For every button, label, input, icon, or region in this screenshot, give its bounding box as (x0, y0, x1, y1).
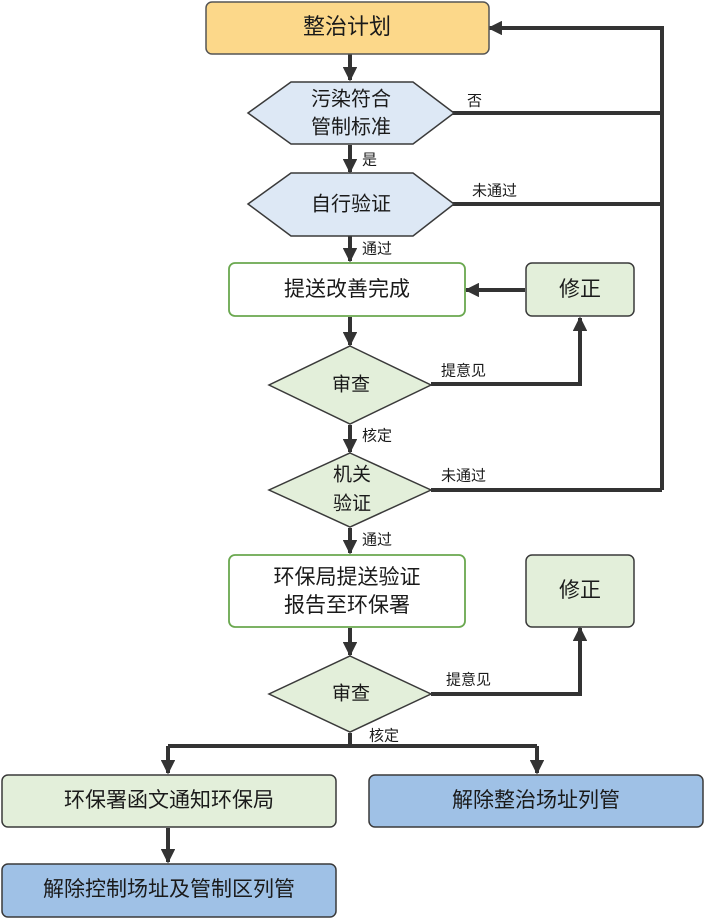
node-plan-label: 整治计划 (303, 15, 391, 40)
node-revise-2-label: 修正 (559, 578, 601, 602)
edge-label-yes: 是 (362, 151, 377, 169)
edge-label-comments-2: 提意见 (446, 671, 491, 689)
arrow-return-to-plan (487, 20, 664, 490)
node-submit-improvement-label: 提送改善完成 (284, 277, 410, 301)
edge-label-passed-2: 通过 (362, 531, 392, 549)
node-agency-verify-line2: 验证 (333, 493, 371, 515)
node-self-verify: 自行验证 (246, 172, 456, 237)
node-review-1-label: 审查 (332, 374, 370, 396)
node-submit-report: 环保局提送验证 报告至环保署 (228, 554, 466, 628)
node-meets-standard-line1: 污染符合 (311, 87, 391, 111)
node-meets-standard-line2: 管制标准 (311, 115, 391, 139)
edge-label-not-passed-2: 未通过 (441, 467, 486, 485)
node-revise-2: 修正 (525, 554, 635, 628)
node-meets-standard: 污染符合 管制标准 (246, 81, 456, 145)
arrow-review2-to-revise2 (431, 626, 588, 696)
arrow-review1-to-revise1 (431, 316, 588, 386)
edge-label-approved-2: 核定 (369, 727, 399, 745)
node-review-1: 审查 (267, 345, 433, 425)
node-delist-remediation: 解除整治场址列管 (368, 774, 704, 828)
edge-label-passed-1: 通过 (362, 240, 392, 258)
node-agency-verify-line1: 机关 (333, 464, 371, 486)
node-notify-letter: 环保署函文通知环保局 (1, 774, 337, 828)
edge-label-no: 否 (467, 92, 482, 110)
node-review-2: 审查 (267, 655, 433, 733)
node-submit-report-line1: 环保局提送验证 (274, 565, 421, 589)
node-agency-verify: 机关 验证 (267, 452, 433, 528)
node-self-verify-label: 自行验证 (311, 192, 391, 216)
node-notify-letter-label: 环保署函文通知环保局 (64, 788, 274, 812)
node-delist-remediation-label: 解除整治场址列管 (452, 788, 620, 812)
node-revise-1: 修正 (525, 262, 635, 317)
node-revise-1-label: 修正 (559, 277, 601, 301)
node-submit-improvement: 提送改善完成 (228, 262, 466, 317)
edge-label-comments-1: 提意见 (441, 362, 486, 380)
edge-label-not-passed-1: 未通过 (472, 182, 517, 200)
node-plan: 整治计划 (205, 1, 490, 55)
node-submit-report-line2: 报告至环保署 (284, 593, 410, 617)
node-delist-control: 解除控制场址及管制区列管 (1, 863, 337, 918)
edge-label-approved-1: 核定 (362, 427, 392, 445)
connectors (160, 20, 664, 864)
node-delist-control-label: 解除控制场址及管制区列管 (43, 877, 295, 901)
node-review-2-label: 审查 (332, 683, 370, 705)
